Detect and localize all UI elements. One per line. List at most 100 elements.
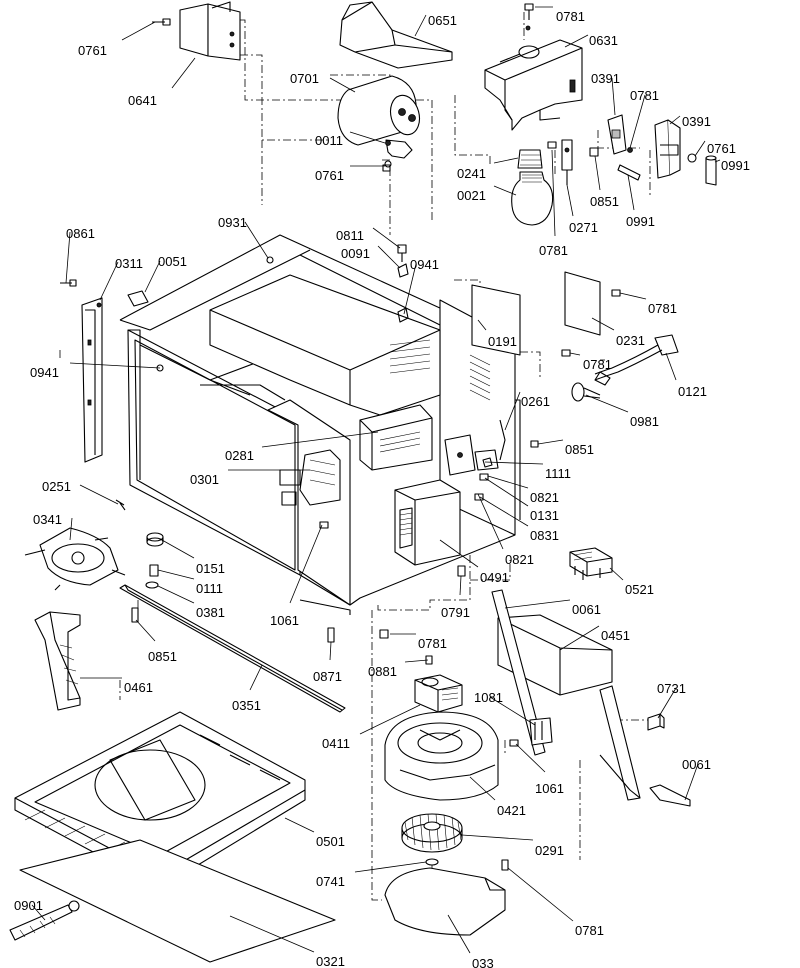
part-motor-0411 — [414, 674, 463, 713]
part-label-0791: 0791 — [441, 605, 470, 620]
part-label-0991: 0991 — [626, 214, 655, 229]
part-hinge-0311 — [81, 297, 103, 463]
part-label-0131: 0131 — [530, 508, 559, 523]
part-roller-0341 — [24, 527, 126, 591]
part-label-0011: 0011 — [315, 133, 343, 148]
part-label-0761: 0761 — [707, 141, 736, 156]
part-label-0741: 0741 — [316, 874, 345, 889]
part-sheet-0321 — [19, 839, 336, 963]
part-label-0781: 0781 — [630, 88, 659, 103]
part-label-0351: 0351 — [232, 698, 261, 713]
part-label-0881: 0881 — [368, 664, 397, 679]
part-label-0321: 0321 — [316, 954, 345, 968]
part-coupler-0111 — [149, 564, 159, 577]
part-label-0061: 0061 — [572, 602, 601, 617]
part-label-0421: 0421 — [497, 803, 526, 818]
part-housing-0631 — [484, 25, 583, 131]
part-socket-0241 — [517, 149, 543, 169]
part-label-0091: 0091 — [341, 246, 370, 261]
part-label-1081: 1081 — [474, 690, 503, 705]
part-washer-0741 — [425, 858, 439, 866]
part-filter-0981 — [571, 382, 601, 402]
part-screw-0861 — [60, 279, 77, 287]
part-label-0241: 0241 — [457, 166, 486, 181]
part-label-0061: 0061 — [682, 757, 711, 772]
part-label-0301: 0301 — [190, 472, 219, 487]
part-screw-0761-right — [687, 153, 697, 163]
part-rail-0351 — [119, 584, 346, 713]
part-connector-1081 — [529, 717, 553, 746]
part-switch-0271 — [561, 139, 573, 185]
part-arm-0461 — [34, 611, 81, 711]
part-label-0651: 0651 — [428, 13, 457, 28]
part-label-0341: 0341 — [33, 512, 62, 527]
part-strap-0011 — [384, 139, 413, 168]
part-label-0281: 0281 — [225, 448, 254, 463]
part-screw-0781-top — [524, 3, 534, 20]
part-label-0761: 0761 — [315, 168, 344, 183]
leader-lines — [31, 6, 721, 954]
part-panel-0191 — [471, 284, 521, 356]
part-duct-0061 — [491, 589, 691, 807]
part-panel-0231 — [564, 271, 601, 336]
part-fuse-0991 — [617, 155, 717, 186]
part-label-0781: 0781 — [556, 9, 585, 24]
part-fan-0291 — [401, 813, 463, 853]
part-cover-0451 — [497, 614, 613, 696]
part-clip-0731 — [647, 713, 665, 731]
part-label-0931: 0931 — [218, 215, 247, 230]
part-coupler-0381 — [145, 581, 159, 589]
part-label-0111: 0111 — [196, 581, 223, 596]
callout-labels: 0761064106510701001107610781063103910781… — [14, 9, 750, 968]
part-label-0781: 0781 — [418, 636, 447, 651]
part-label-0121: 0121 — [678, 384, 707, 399]
part-bracket-0641 — [179, 1, 241, 61]
part-label-0851: 0851 — [565, 442, 594, 457]
part-label-0391: 0391 — [682, 114, 711, 129]
part-fan-housing-0421 — [384, 711, 499, 801]
part-label-0991: 0991 — [721, 158, 750, 173]
part-label-0781: 0781 — [648, 301, 677, 316]
part-label-0901: 0901 — [14, 898, 43, 913]
part-label-0411: 0411 — [322, 736, 350, 751]
part-label-0271: 0271 — [569, 220, 598, 235]
part-label-033: 033 — [472, 956, 494, 968]
part-block-0051 — [127, 290, 149, 307]
part-screw-0251 — [115, 499, 126, 511]
part-label-1061: 1061 — [270, 613, 299, 628]
part-label-0781: 0781 — [539, 243, 568, 258]
part-label-0821: 0821 — [530, 490, 559, 505]
part-cover-0651 — [339, 1, 453, 69]
part-label-0381: 0381 — [196, 605, 225, 620]
part-label-0191: 0191 — [488, 334, 517, 349]
part-label-0731: 0731 — [657, 681, 686, 696]
part-label-0291: 0291 — [535, 843, 564, 858]
part-label-0811: 0811 — [336, 228, 364, 243]
part-label-0461: 0461 — [124, 680, 153, 695]
part-cabinet — [119, 234, 521, 615]
part-bracket-0391-b — [654, 119, 681, 179]
part-label-0941: 0941 — [30, 365, 59, 380]
part-motor-0151 — [146, 532, 164, 547]
part-lamp-0021 — [511, 171, 554, 226]
part-transformer-0521 — [569, 547, 613, 580]
part-label-0251: 0251 — [42, 479, 71, 494]
part-label-0781: 0781 — [575, 923, 604, 938]
part-label-0831: 0831 — [530, 528, 559, 543]
part-capacitor-0701 — [337, 75, 421, 146]
part-label-0761: 0761 — [78, 43, 107, 58]
part-label-0151: 0151 — [196, 561, 225, 576]
part-label-0311: 0311 — [115, 256, 143, 271]
part-label-0491: 0491 — [480, 570, 509, 585]
part-label-0631: 0631 — [589, 33, 618, 48]
part-label-0821: 0821 — [505, 552, 534, 567]
part-plate-0331 — [384, 867, 506, 936]
part-label-0231: 0231 — [616, 333, 645, 348]
part-label-0941: 0941 — [410, 257, 439, 272]
part-label-0051: 0051 — [158, 254, 187, 269]
part-label-0021: 0021 — [457, 188, 486, 203]
part-label-0451: 0451 — [601, 628, 630, 643]
part-label-0861: 0861 — [66, 226, 95, 241]
part-screw-0851-top — [589, 147, 599, 157]
